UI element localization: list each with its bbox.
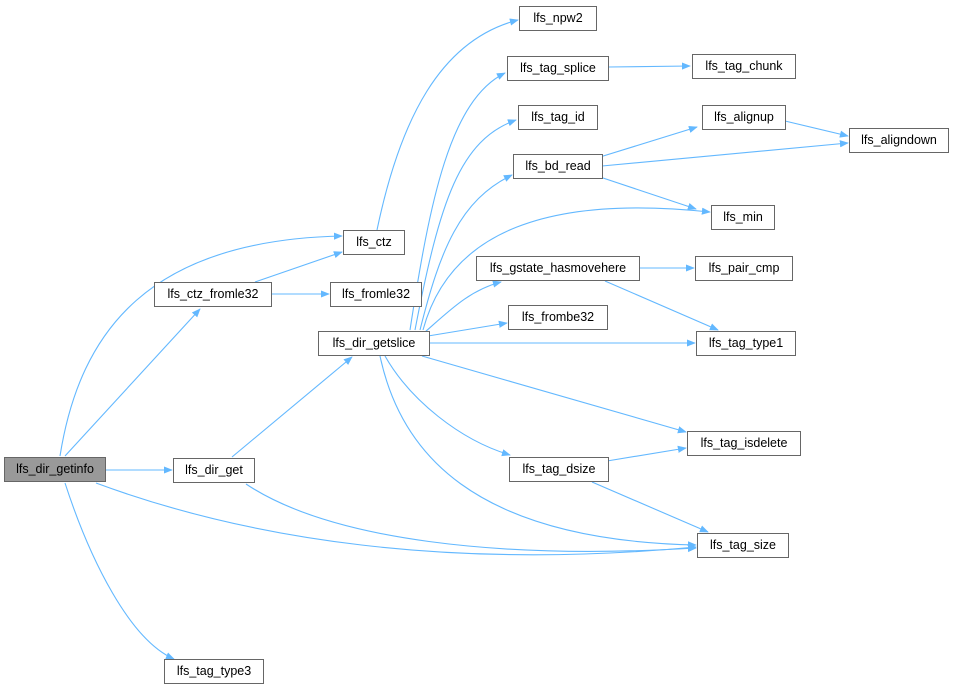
node-lfs_bd_read[interactable]: lfs_bd_read — [513, 154, 603, 179]
edge-lfs_dir_get-lfs_tag_size — [245, 483, 697, 553]
node-lfs_pair_cmp[interactable]: lfs_pair_cmp — [695, 256, 793, 281]
edge-lfs_dir_getslice-lfs_bd_read — [419, 174, 513, 331]
edge-lfs_alignup-lfs_aligndown — [784, 120, 849, 138]
edge-lfs_ctz_fromle32-lfs_ctz — [254, 251, 343, 283]
node-lfs_tag_type3[interactable]: lfs_tag_type3 — [164, 659, 264, 684]
edge-lfs_tag_splice-lfs_tag_chunk — [607, 62, 691, 70]
node-lfs_npw2[interactable]: lfs_npw2 — [519, 6, 597, 31]
edge-lfs_dir_getslice-lfs_tag_size — [379, 355, 697, 549]
node-lfs_frombe32[interactable]: lfs_frombe32 — [508, 305, 608, 330]
node-lfs_tag_chunk[interactable]: lfs_tag_chunk — [692, 54, 796, 79]
node-lfs_min[interactable]: lfs_min — [711, 205, 775, 230]
edge-lfs_dir_getinfo-lfs_tag_type3 — [64, 482, 175, 660]
node-lfs_tag_size[interactable]: lfs_tag_size — [697, 533, 789, 558]
node-lfs_alignup[interactable]: lfs_alignup — [702, 105, 786, 130]
node-lfs_tag_id[interactable]: lfs_tag_id — [518, 105, 598, 130]
node-lfs_ctz_fromle32[interactable]: lfs_ctz_fromle32 — [154, 282, 272, 307]
edge-lfs_dir_getslice-lfs_tag_id — [414, 119, 517, 331]
node-lfs_tag_isdelete[interactable]: lfs_tag_isdelete — [687, 431, 801, 456]
edge-lfs_dir_getslice-lfs_gstate_hasmovehere — [424, 280, 502, 333]
edge-lfs_dir_getslice-lfs_tag_isdelete — [421, 355, 687, 434]
node-lfs_tag_splice[interactable]: lfs_tag_splice — [507, 56, 609, 81]
node-lfs_dir_get[interactable]: lfs_dir_get — [173, 458, 255, 483]
edge-lfs_dir_get-lfs_dir_getslice — [231, 356, 353, 458]
edge-lfs_tag_dsize-lfs_tag_isdelete — [606, 445, 687, 462]
node-lfs_gstate_hasmovehere[interactable]: lfs_gstate_hasmovehere — [476, 256, 640, 281]
edge-lfs_dir_getinfo-lfs_tag_size — [95, 482, 697, 556]
edge-lfs_bd_read-lfs_alignup — [599, 125, 698, 158]
edge-lfs_dir_getslice-lfs_tag_dsize — [384, 355, 511, 457]
node-lfs_aligndown[interactable]: lfs_aligndown — [849, 128, 949, 153]
node-lfs_fromle32[interactable]: lfs_fromle32 — [330, 282, 422, 307]
edge-lfs_tag_dsize-lfs_tag_size — [591, 481, 709, 533]
edge-lfs_gstate_hasmovehere-lfs_tag_type1 — [604, 280, 719, 331]
edge-lfs_ctz-lfs_npw2 — [376, 18, 519, 231]
edge-lfs_bd_read-lfs_aligndown — [601, 140, 849, 167]
node-lfs_tag_dsize[interactable]: lfs_tag_dsize — [509, 457, 609, 482]
node-lfs_dir_getslice[interactable]: lfs_dir_getslice — [318, 331, 430, 356]
node-lfs_ctz[interactable]: lfs_ctz — [343, 230, 405, 255]
edge-lfs_dir_getslice-lfs_min — [422, 207, 711, 331]
edge-lfs_dir_getinfo-lfs_ctz_fromle32 — [64, 308, 201, 457]
edge-lfs_dir_getslice-lfs_tag_splice — [409, 72, 506, 331]
edge-lfs_dir_getslice-lfs_frombe32 — [427, 320, 508, 337]
node-lfs_dir_getinfo: lfs_dir_getinfo — [4, 457, 106, 482]
edge-lfs_dir_getinfo-lfs_ctz — [59, 232, 343, 457]
edge-lfs_bd_read-lfs_min — [599, 176, 697, 210]
node-lfs_tag_type1[interactable]: lfs_tag_type1 — [696, 331, 796, 356]
